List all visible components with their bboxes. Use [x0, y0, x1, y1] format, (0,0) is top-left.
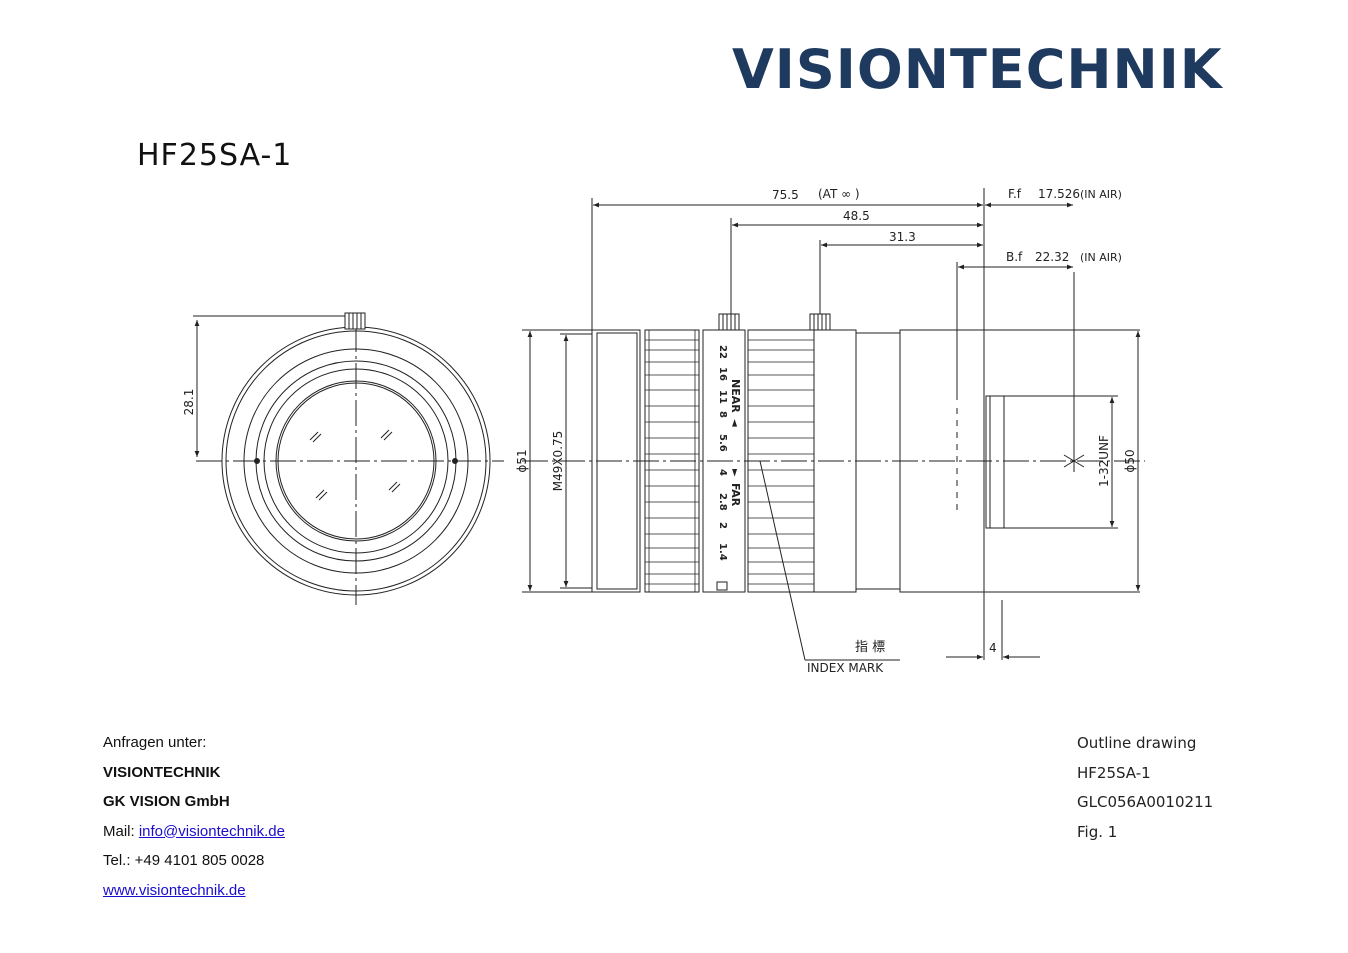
inquiry-label: Anfragen unter:	[103, 734, 207, 751]
near-label: NEAR	[729, 379, 742, 413]
document-meta: Outline drawing HF25SA-1 GLC056A0010211 …	[1077, 734, 1213, 852]
far-arrow-icon: ►	[729, 469, 740, 477]
height-dimension: 28.1	[182, 389, 196, 416]
scale-number: 8	[717, 411, 728, 418]
phone: Tel.: +49 4101 805 0028	[103, 852, 265, 869]
length-31-3-dimension: 31.3	[889, 230, 916, 244]
back-focal-note: (IN AIR)	[1080, 251, 1122, 264]
back-focal-value: 22.32	[1035, 250, 1069, 264]
front-view	[193, 312, 504, 605]
overall-length-dimension: 75.5	[772, 188, 799, 202]
mount-depth-dimension: 4	[989, 641, 997, 655]
flange-focal-value: 17.526	[1038, 187, 1080, 201]
document-number: GLC056A0010211	[1077, 793, 1214, 811]
company-name: VISIONTECHNIK	[103, 763, 221, 781]
scale-number: 11	[717, 390, 728, 404]
mail-line: Mail: info@visiontechnik.de	[103, 823, 285, 853]
scale-number: 22	[717, 345, 728, 359]
scale-number: 4	[717, 469, 728, 476]
scale-number: 16	[717, 367, 728, 381]
meta-model: HF25SA-1	[1077, 763, 1151, 782]
figure-label: Fig. 1	[1077, 822, 1118, 841]
website-link[interactable]: www.visiontechnik.de	[103, 881, 246, 899]
drawing-type: Outline drawing	[1077, 734, 1197, 752]
flange-focal-note: (IN AIR)	[1080, 188, 1122, 201]
mail-label: Mail:	[103, 822, 135, 840]
back-focal-label: B.f	[1006, 250, 1023, 264]
far-label: FAR	[729, 483, 742, 507]
mail-link[interactable]: info@visiontechnik.de	[138, 822, 285, 840]
scale-number: 2.8	[717, 493, 728, 511]
filter-thread-dimension: M49X0.75	[551, 431, 565, 492]
scale-number: 2	[717, 522, 728, 529]
model-title: HF25SA-1	[137, 138, 293, 173]
scale-number: 5.6	[717, 434, 728, 452]
near-arrow-icon: ◄	[729, 419, 740, 427]
company-legal-name: GK VISION GmbH	[103, 793, 230, 810]
flange-focal-label: F.f	[1008, 187, 1022, 201]
index-mark-label: INDEX MARK	[807, 661, 884, 675]
overall-length-note: (AT ∞ )	[818, 187, 860, 201]
index-mark-japanese: 指 標	[855, 640, 885, 655]
contact-block: Anfragen unter: VISIONTECHNIK GK VISION …	[103, 734, 285, 911]
mount-thread-dimension: 1-32UNF	[1097, 435, 1111, 487]
diameter-50-dimension: ϕ50	[1123, 449, 1137, 472]
brand-logo: VISIONTECHNIK	[732, 38, 1223, 101]
side-view	[522, 188, 1145, 661]
diameter-51-dimension: ϕ51	[515, 449, 529, 472]
scale-number: 1.4	[717, 543, 728, 561]
length-48-5-dimension: 48.5	[843, 209, 870, 223]
